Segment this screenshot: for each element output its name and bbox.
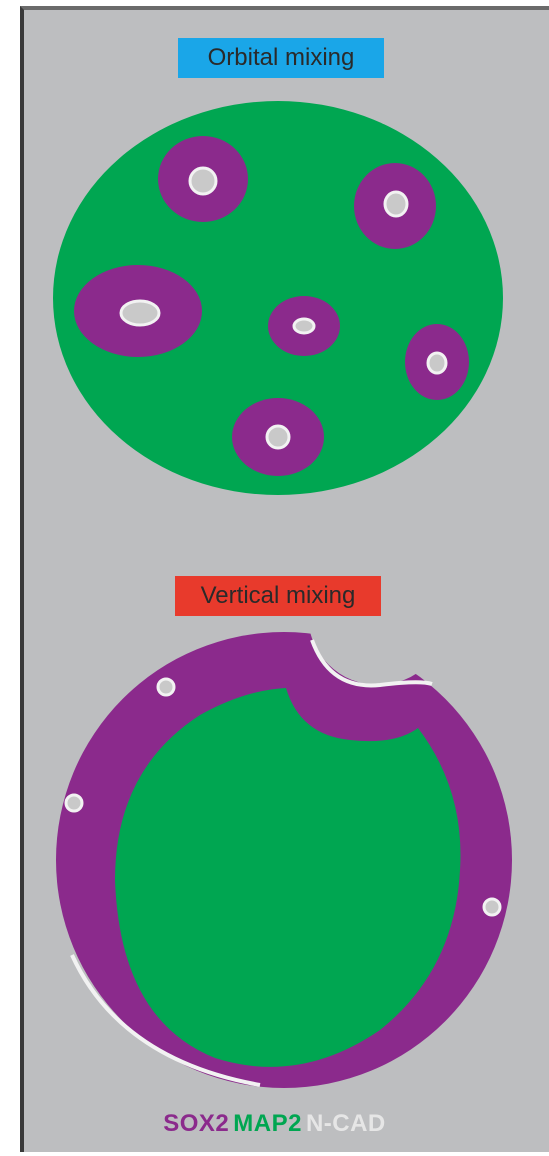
orbital-rosette [232, 398, 324, 476]
vertical-mixing-label: Vertical mixing [175, 576, 381, 616]
legend-ncad: N-CAD [305, 1110, 386, 1137]
ncad-spot [156, 677, 176, 697]
orbital-rosette [405, 324, 469, 400]
bite-ncad-edge [310, 639, 433, 688]
ncad-spot [482, 897, 502, 917]
orbital-rosette [74, 265, 202, 357]
outer-ncad-edge [70, 954, 261, 1087]
orbital-rosette [268, 296, 340, 356]
legend-map2: MAP2 [233, 1110, 302, 1137]
vertical-map2-core [115, 688, 461, 1067]
orbital-mixing-label: Orbital mixing [178, 38, 384, 78]
legend-sox2: SOX2 [163, 1110, 230, 1137]
orbital-organoid [53, 101, 503, 495]
orbital-rosette [158, 136, 248, 222]
orbital-rosette [354, 163, 436, 249]
vertical-organoid [56, 632, 512, 1088]
ncad-spot [64, 793, 84, 813]
